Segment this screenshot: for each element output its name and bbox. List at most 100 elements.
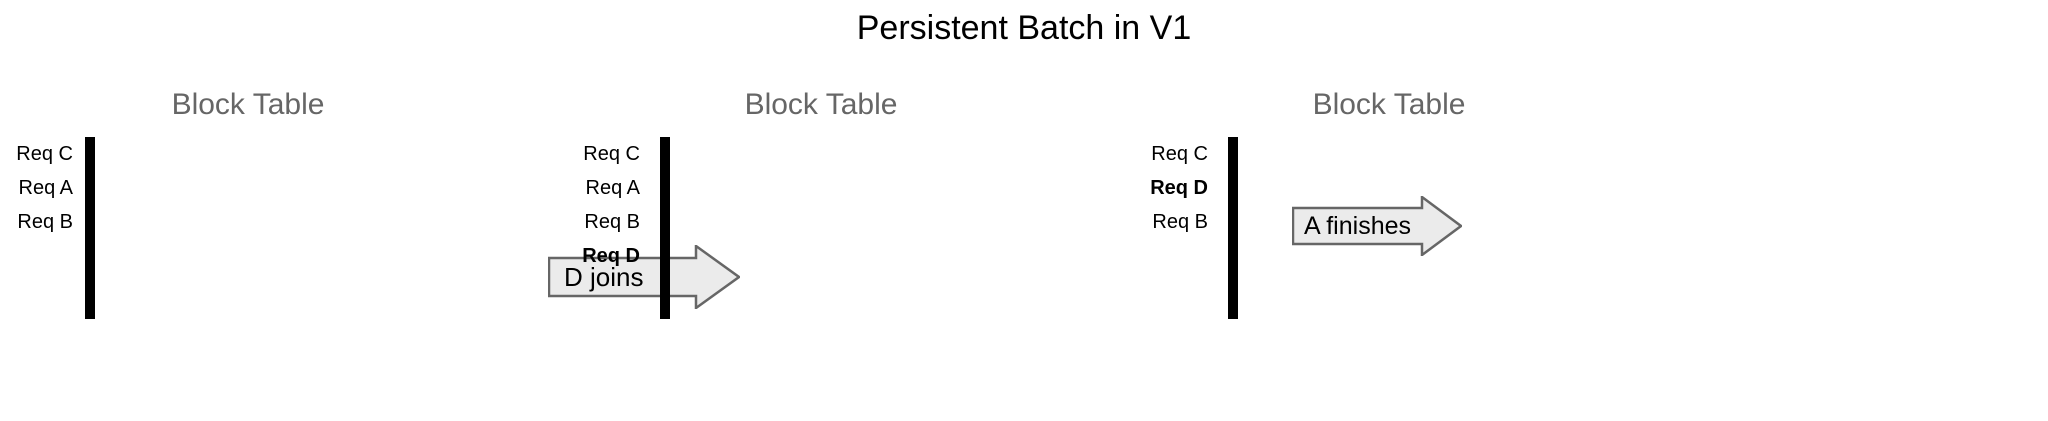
block-cell[interactable]: [1232, 173, 1236, 211]
row-label-2-4: [560, 273, 640, 307]
block-cell[interactable]: [89, 137, 93, 175]
block-cell[interactable]: [91, 137, 95, 175]
block-cell[interactable]: [1230, 245, 1234, 283]
table-row: [1228, 173, 1238, 211]
block-cell[interactable]: [1228, 281, 1232, 319]
row-label-2-0: Req C: [583, 143, 640, 165]
row-label-1-3: [0, 239, 73, 273]
block-cell[interactable]: [664, 245, 668, 283]
block-cell[interactable]: [1232, 281, 1236, 319]
block-cell[interactable]: [87, 281, 91, 319]
table-row: [1228, 281, 1238, 319]
block-cell[interactable]: [1234, 173, 1238, 211]
block-cell[interactable]: [660, 137, 664, 175]
block-cell[interactable]: [662, 245, 666, 283]
block-table-3: [1228, 137, 1238, 319]
table-row: [660, 173, 670, 211]
table-row: [85, 281, 95, 319]
row-label-list-3: Req C Req D Req B: [1128, 137, 1208, 307]
row-label-1-0: Req C: [16, 143, 73, 165]
block-cell[interactable]: [662, 209, 666, 247]
block-cell[interactable]: [664, 209, 668, 247]
block-cell[interactable]: [1228, 245, 1232, 283]
table-row: [660, 137, 670, 175]
page-title: Persistent Batch in V1: [856, 9, 1192, 47]
block-cell[interactable]: [89, 245, 93, 283]
block-cell[interactable]: [85, 245, 89, 283]
block-cell[interactable]: [664, 173, 668, 211]
block-cell[interactable]: [91, 245, 95, 283]
block-cell[interactable]: [91, 209, 95, 247]
block-cell[interactable]: [85, 209, 89, 247]
block-cell[interactable]: [664, 281, 668, 319]
table-row: [85, 173, 95, 211]
block-table-body-1: [85, 137, 95, 319]
block-cell[interactable]: [666, 173, 670, 211]
block-cell[interactable]: [87, 245, 91, 283]
block-cell[interactable]: [660, 245, 664, 283]
block-cell[interactable]: [87, 209, 91, 247]
table-row: [85, 209, 95, 247]
block-cell[interactable]: [662, 137, 666, 175]
block-cell[interactable]: [89, 209, 93, 247]
block-cell[interactable]: [660, 209, 664, 247]
block-cell[interactable]: [1230, 137, 1234, 175]
row-label-3-3: [1128, 239, 1208, 273]
block-cell[interactable]: [1234, 245, 1238, 283]
block-cell[interactable]: [1228, 209, 1232, 247]
block-cell[interactable]: [662, 281, 666, 319]
row-label-1-2: Req B: [17, 211, 73, 233]
flow-arrow-a-finishes[interactable]: A finishes: [1292, 196, 1462, 256]
block-cell[interactable]: [666, 245, 670, 283]
block-cell[interactable]: [666, 137, 670, 175]
block-cell[interactable]: [85, 137, 89, 175]
block-cell[interactable]: [1232, 209, 1236, 247]
table-row: [660, 209, 670, 247]
block-table-heading-3: Block Table: [1312, 88, 1466, 121]
block-cell[interactable]: [1230, 281, 1234, 319]
block-cell[interactable]: [1234, 281, 1238, 319]
block-cell[interactable]: [662, 173, 666, 211]
row-label-2-1: Req A: [585, 177, 640, 199]
block-table-heading-1: Block Table: [171, 88, 325, 121]
row-label-list-1: Req C Req A Req B: [0, 137, 73, 307]
block-cell[interactable]: [1230, 209, 1234, 247]
arrow-right-icon: [1292, 196, 1462, 256]
block-cell[interactable]: [85, 281, 89, 319]
block-cell[interactable]: [1234, 209, 1238, 247]
arrow-right-icon: [548, 245, 740, 309]
row-label-3-1: Req D: [1150, 177, 1208, 199]
block-cell[interactable]: [89, 173, 93, 211]
block-table-body-2: [660, 137, 670, 319]
block-cell[interactable]: [87, 137, 91, 175]
block-cell[interactable]: [660, 281, 664, 319]
table-row: [85, 137, 95, 175]
table-row: [85, 245, 95, 283]
block-table-1: [85, 137, 95, 319]
block-cell[interactable]: [660, 173, 664, 211]
block-cell[interactable]: [1232, 245, 1236, 283]
block-cell[interactable]: [1230, 173, 1234, 211]
table-row: [660, 281, 670, 319]
table-row: [660, 245, 670, 283]
block-cell[interactable]: [91, 173, 95, 211]
block-cell[interactable]: [1228, 137, 1232, 175]
block-cell[interactable]: [1228, 173, 1232, 211]
table-row: [1228, 245, 1238, 283]
table-row: [1228, 209, 1238, 247]
row-label-1-1: Req A: [18, 177, 73, 199]
table-row: [1228, 137, 1238, 175]
block-cell[interactable]: [89, 281, 93, 319]
block-cell[interactable]: [87, 173, 91, 211]
block-cell[interactable]: [1232, 137, 1236, 175]
row-label-2-3: Req D: [582, 245, 640, 267]
block-cell[interactable]: [91, 281, 95, 319]
block-cell[interactable]: [1234, 137, 1238, 175]
block-cell[interactable]: [664, 137, 668, 175]
row-label-1-4: [0, 273, 73, 307]
row-label-3-2: Req B: [1152, 211, 1208, 233]
block-table-heading-2: Block Table: [744, 88, 898, 121]
block-cell[interactable]: [666, 209, 670, 247]
block-cell[interactable]: [85, 173, 89, 211]
block-cell[interactable]: [666, 281, 670, 319]
